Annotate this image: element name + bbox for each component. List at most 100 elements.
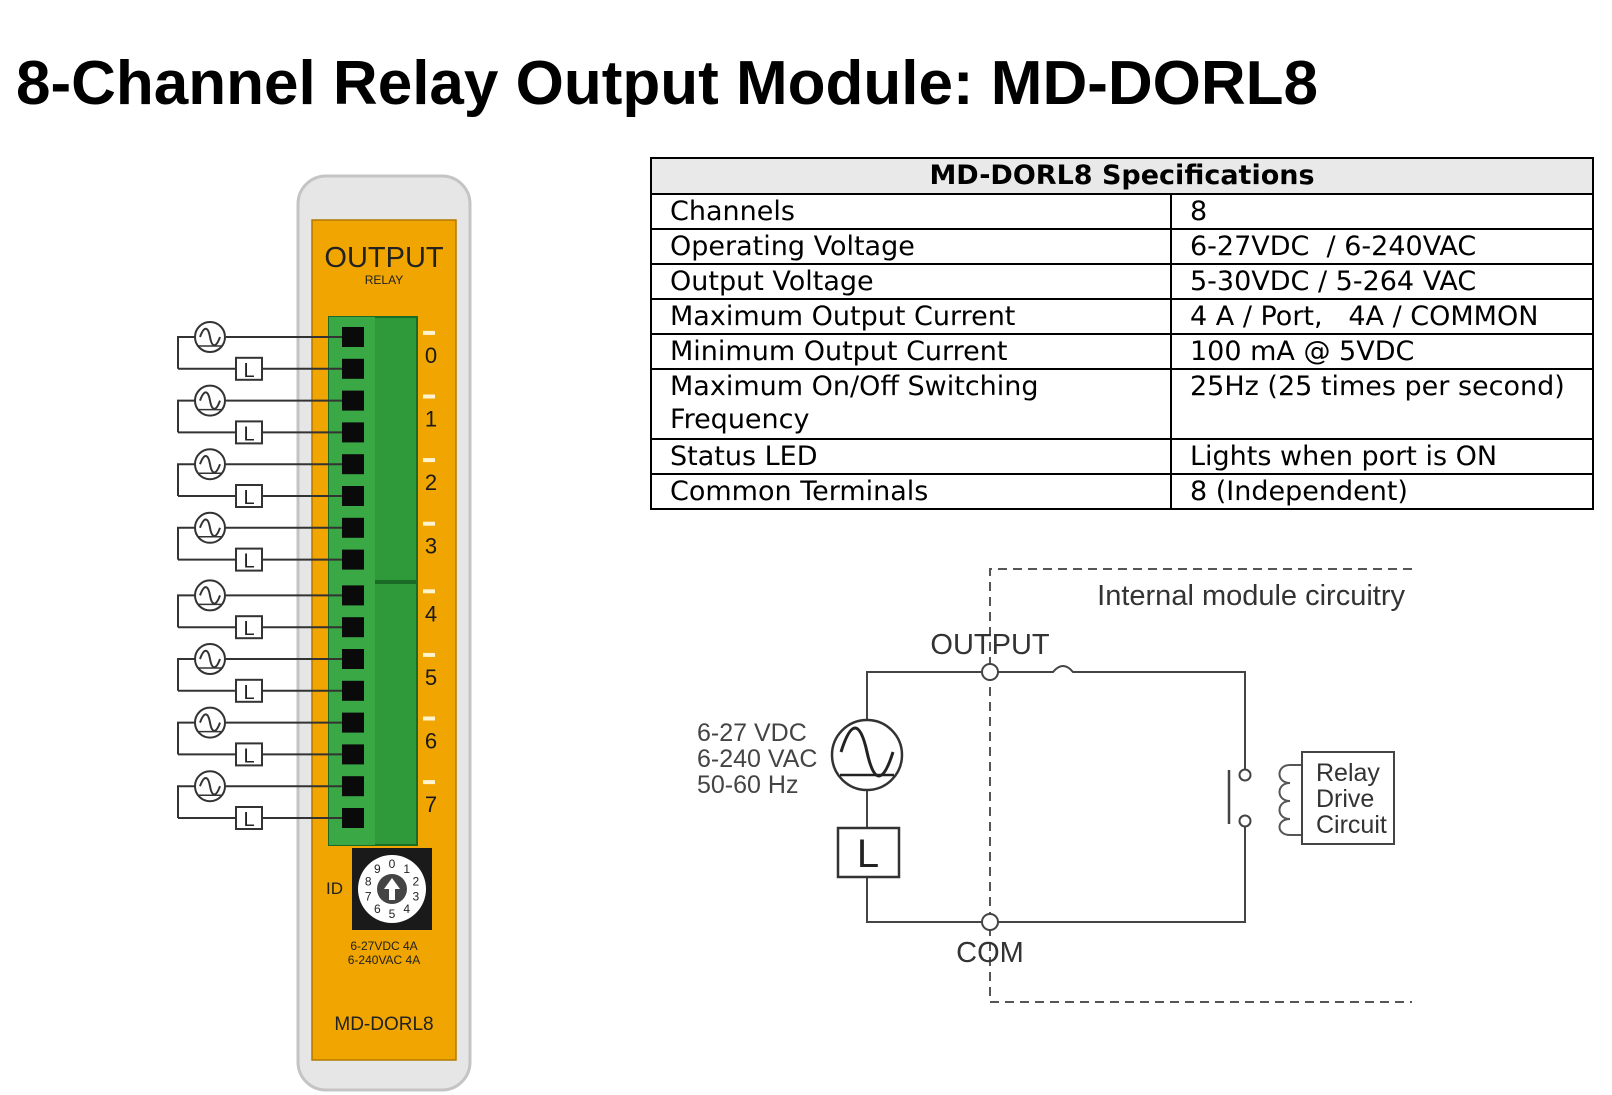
output-terminal [981,663,999,681]
spec-label: Common Terminals [650,473,1172,510]
com-label: COM [956,937,1024,969]
load-label: L [857,832,879,876]
source-line-2: 6-240 VAC [697,745,817,773]
sine-wave-icon [199,391,221,410]
spec-value: 100 mA @ 5VDC [1170,333,1594,370]
dial-digit: 8 [365,874,372,888]
load-box-icon [235,742,263,767]
load-label: L [243,487,254,509]
channel-wire-left [177,526,195,560]
terminal-slot [342,712,364,733]
module-subheader: RELAY [365,273,403,287]
spec-label: Minimum Output Current [650,333,1172,370]
channel-label: 0 [425,343,437,368]
source-line-1: 6-27 VDC [697,719,807,747]
output-label: OUTPUT [930,629,1050,661]
spec-value: 5-30VDC / 5-264 VAC [1170,263,1594,300]
channel-wire-left [177,336,195,369]
status-led-mark [423,394,435,399]
terminal-slot [342,808,364,828]
ac-source-icon [830,718,904,792]
spec-value: 8 [1170,193,1594,230]
load-label: L [243,423,254,445]
channel-label: 1 [425,407,437,432]
terminal-slot [342,358,364,379]
load-label: L [243,809,254,831]
spec-table-heading: MD-DORL8 Specifications [650,157,1594,195]
wire-load-to-com [866,821,1246,923]
channel-label: 3 [425,534,437,559]
channel-label: 5 [425,665,437,690]
relay-contact-top [1238,768,1252,782]
load-box-icon [235,420,263,445]
spec-label: Operating Voltage [650,228,1172,265]
load-label: L [243,360,254,382]
id-label: ID [326,879,343,898]
spec-label: Output Voltage [650,263,1172,300]
com-terminal [981,913,999,931]
dial-digit: 9 [374,862,381,876]
spec-label: Channels [650,193,1172,230]
dial-digit: 6 [374,902,381,916]
terminal-slot [342,585,364,606]
load-box-icon [235,678,263,703]
dial-digit: 1 [403,862,410,876]
dial-digit: 5 [389,907,396,921]
load-box-icon [235,356,263,381]
arrow-up-icon [384,878,400,900]
channel-wire-left [177,785,195,818]
terminal-slot [342,549,364,570]
channel-wire-left [177,658,195,691]
status-led-mark [423,521,435,526]
sine-wave-icon [199,327,221,347]
load-box-icon [235,484,263,508]
internal-boundary [989,568,1412,1003]
terminal-slot [342,649,364,669]
status-led-mark [423,330,435,335]
terminal-slot [342,486,364,506]
channel-label: 7 [425,792,437,817]
terminal-slot [342,617,364,638]
channel-wire-left [177,399,195,433]
wire-output-to-source [866,671,990,720]
relay-line-1: Relay [1316,759,1380,787]
dial-digit: 7 [365,890,372,904]
relay-drive-box [1301,751,1395,845]
terminal-slot [342,454,364,475]
load-box-icon [836,826,901,879]
relay-line-2: Drive [1316,785,1374,813]
load-box-icon [235,806,263,830]
channel-label: 4 [425,601,437,626]
relay-coil-icon [1278,764,1302,836]
wire-output-to-relay [990,665,1246,775]
relay-contact-bottom [1238,814,1252,828]
channel-wire-left [177,463,195,496]
sine-wave-icon [839,726,895,778]
spec-value: 6-27VDC / 6-240VAC [1170,228,1594,265]
module-header: OUTPUT [324,242,444,274]
terminal-slot [342,744,364,765]
terminal-slot [342,390,364,411]
spec-label: Maximum On/Off Switching Frequency [650,368,1172,440]
terminal-slot [342,517,364,538]
channel-wire-left [177,721,195,755]
channel-label: 6 [425,729,437,754]
load-box-icon [235,547,263,572]
load-label: L [243,551,254,573]
spec-value: Lights when port is ON [1170,438,1594,475]
load-box-icon [235,615,263,640]
rating-line-1: 6-27VDC 4A [350,939,417,953]
spec-label: Status LED [650,438,1172,475]
sine-wave-icon [199,454,221,474]
dial-digit: 3 [412,890,419,904]
terminal-slot [342,680,364,701]
page-title: 8-Channel Relay Output Module: MD-DORL8 [16,49,1318,118]
status-led-mark [423,652,435,657]
